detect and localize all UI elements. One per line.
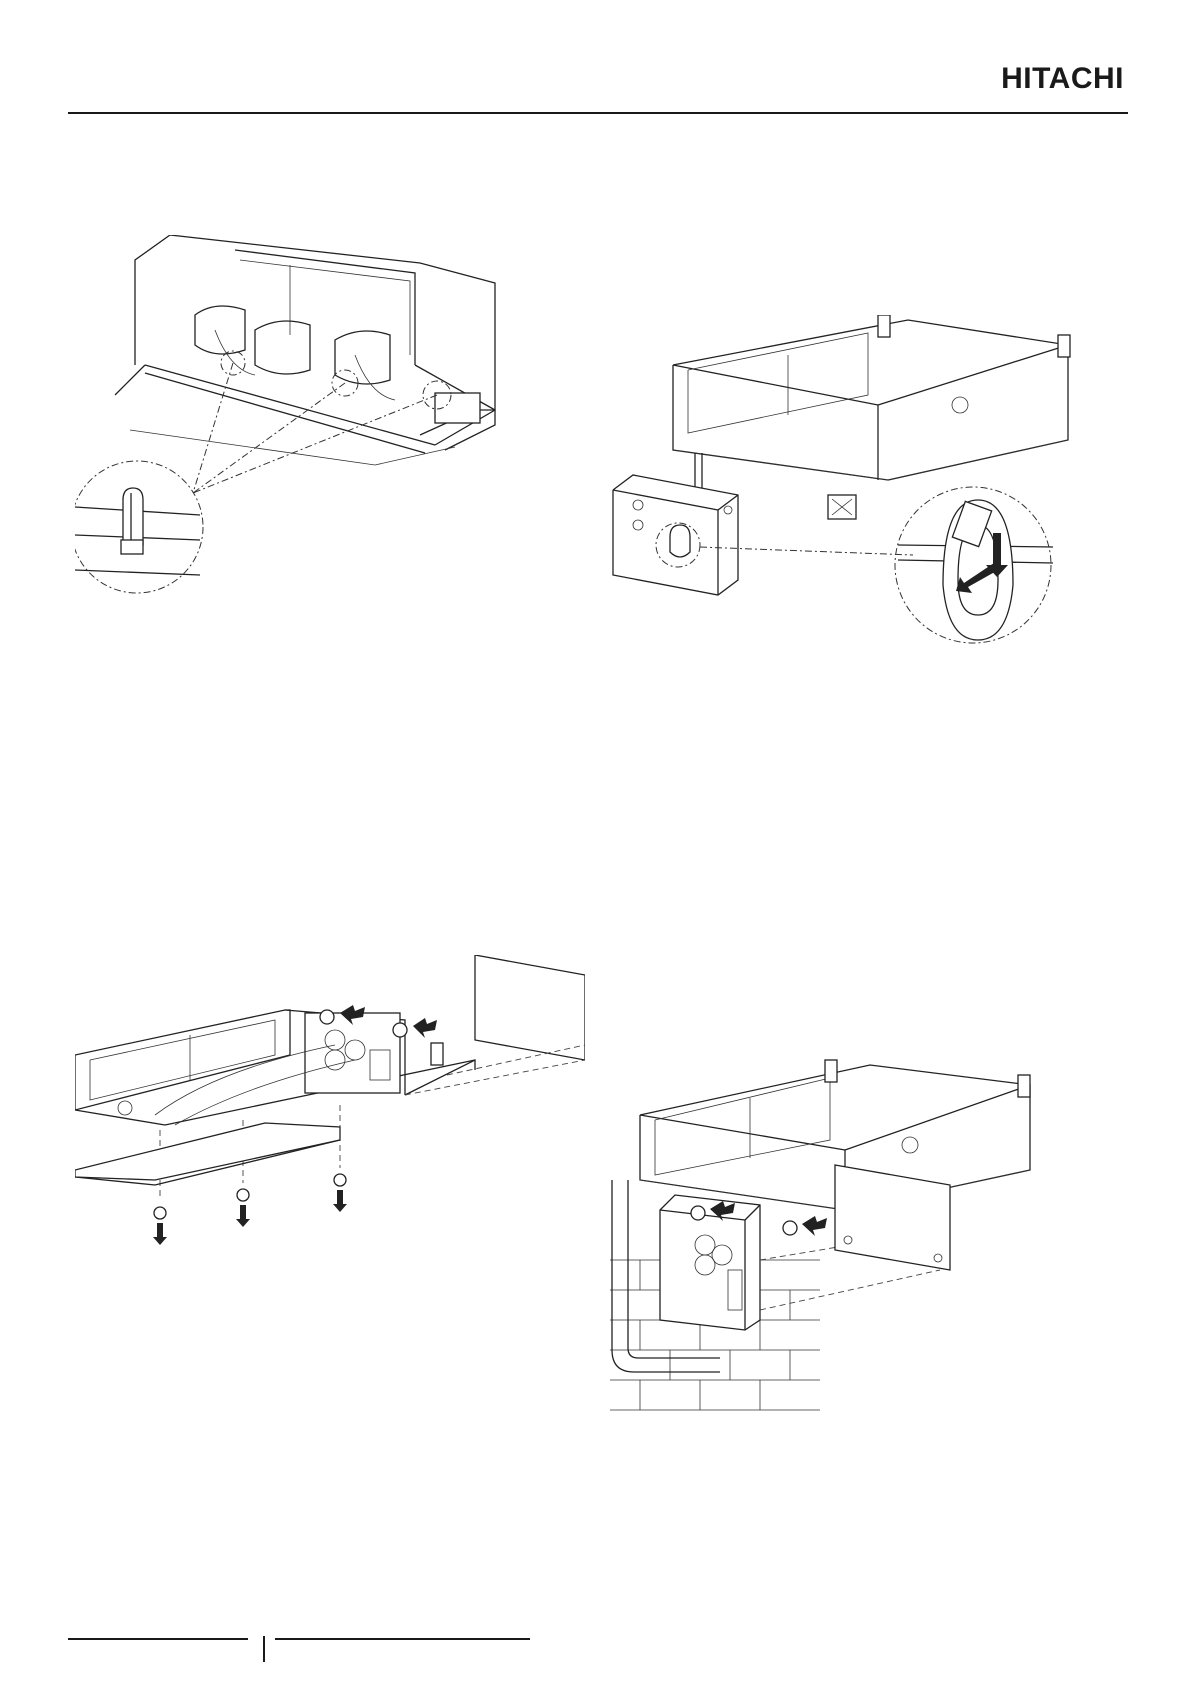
remove-fan-casing-clips-illustration-icon <box>75 235 575 655</box>
footer-divider-left <box>68 1638 248 1640</box>
figure-3-bottom-panel-screws <box>75 955 585 1300</box>
remove-bottom-panel-screws-illustration-icon <box>75 955 585 1300</box>
footer-separator <box>263 1636 265 1662</box>
hitachi-logo: HITACHI <box>1001 62 1124 96</box>
figure-1-fan-casing-clips <box>75 235 575 655</box>
figure-2-electrical-box-hook <box>598 315 1110 685</box>
electrical-box-hook-detail-illustration-icon <box>598 315 1110 685</box>
footer-divider-right <box>275 1638 530 1640</box>
figure-4-wall-mounted-box <box>610 1030 1110 1450</box>
wall-mounted-electrical-box-illustration-icon <box>610 1030 1110 1450</box>
header-divider <box>68 112 1128 114</box>
